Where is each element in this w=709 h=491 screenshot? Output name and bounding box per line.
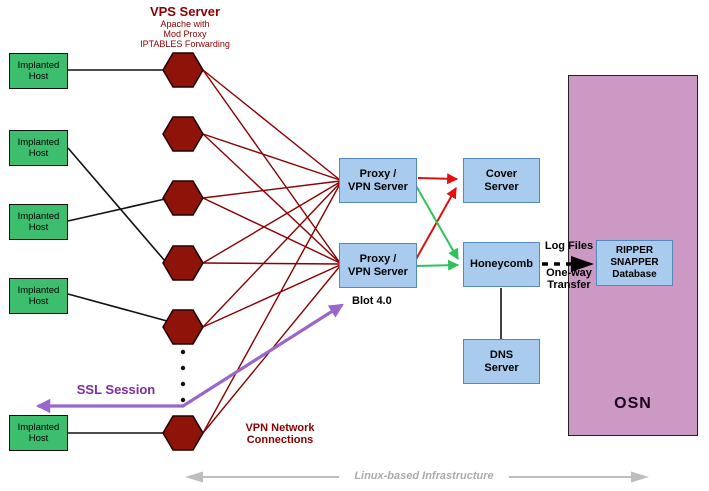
linux-infrastructure-label: Linux-based Infrastructure [354,470,494,482]
ssl-session-arrow [35,303,344,414]
implanted-host-box: Implanted Host [9,204,68,240]
vpn-link-line [202,183,341,434]
host-link-line [67,293,168,322]
log-transfer-arrow [542,256,594,272]
ssl-session-label: SSL Session [76,382,156,397]
cover-server-box: Cover Server [463,158,540,203]
vpn-link-line [202,182,341,328]
ripper-snapper-database-box: RIPPER SNAPPER Database [596,240,673,286]
proxy-to-honeycomb-arrows [414,183,460,271]
vps-hexagon-icon [162,52,204,88]
one-way-transfer-label: One-way Transfer [546,267,592,291]
green-arrow [415,259,460,271]
vpn-link-line [202,197,341,264]
vpn-link-line [202,262,341,265]
implanted-host-box: Implanted Host [9,53,68,89]
vps-hexagon-icon [162,309,204,345]
host-to-vps-links [67,69,168,434]
host-link-line [67,147,166,262]
implanted-host-box: Implanted Host [9,278,68,314]
vpn-link-line [202,180,341,199]
vpn-link-line [202,133,341,181]
red-arrow [414,187,457,262]
osn-label: OSN [614,395,652,412]
proxy-vpn-server-box: Proxy / VPN Server [339,158,417,203]
honeycomb-box: Honeycomb [463,242,540,287]
dns-server-box: DNS Server [463,339,540,384]
vps-server-subtitle: Apache with Mod Proxy IPTABLES Forwardin… [140,19,230,49]
vpn-fan-links [202,69,341,434]
vpn-link-line [202,181,341,264]
vps-hexagon-icon [162,116,204,152]
ellipsis-dots-icon [180,349,186,403]
linux-infra-arrow [185,471,649,483]
vps-server-caption: VPS Server Apache with Mod Proxy IPTABLE… [124,4,246,49]
red-arrow [417,173,459,185]
log-files-label: Log Files [544,240,594,252]
vpn-link-line [202,264,341,328]
implanted-host-box: Implanted Host [9,415,68,451]
vps-hexagon-icon [162,180,204,216]
green-arrow [414,183,459,260]
vpn-link-line [202,133,341,264]
vpn-network-connections-label: VPN Network Connections [245,422,315,446]
blot-label: Blot 4.0 [352,295,392,307]
vps-hexagon-icon [162,245,204,281]
vpn-link-line [202,69,341,181]
vps-hexagon-icon [162,415,204,451]
vps-server-title: VPS Server [149,4,221,19]
vps-hexagons [162,52,204,451]
proxy-vpn-server-box: Proxy / VPN Server [339,243,417,288]
vpn-link-line [202,69,341,264]
proxy-to-cover-arrows [414,173,459,262]
host-link-line [67,198,166,222]
implanted-host-box: Implanted Host [9,130,68,166]
